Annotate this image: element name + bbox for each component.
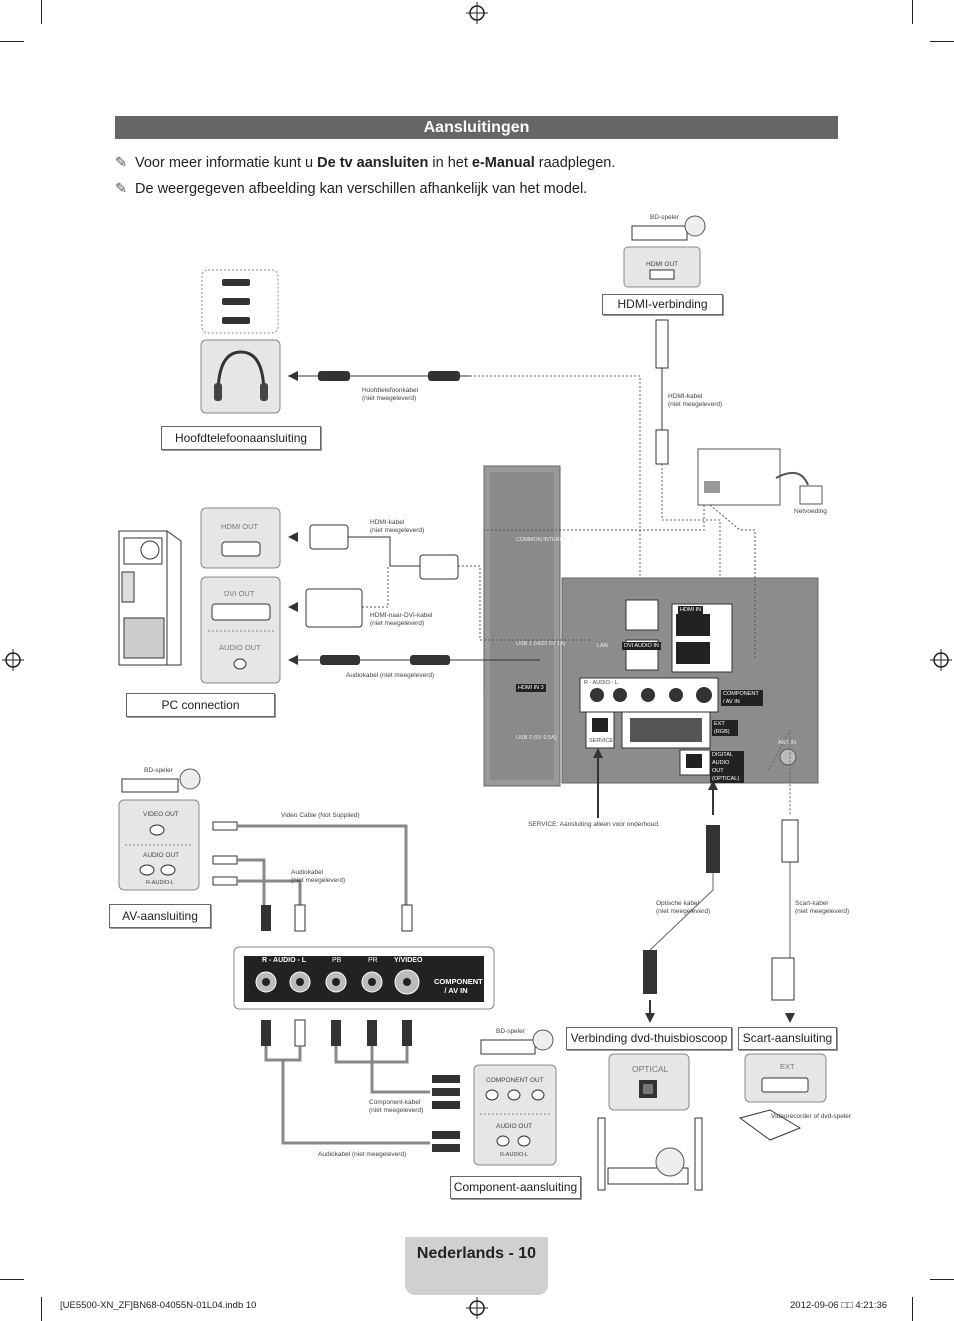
r-audio-l-tv-label: R - AUDIO - L — [584, 680, 618, 686]
bd-player-label: BD-speler — [650, 214, 679, 221]
optical-label: OPTICAL — [632, 1064, 669, 1074]
audio-cable-av-label: Audiokabel — [291, 869, 324, 876]
audio-out-comp-label: AUDIO OUT — [496, 1123, 533, 1130]
video-out-label: VIDEO OUT — [143, 811, 179, 818]
lan-label: LAN — [597, 643, 608, 649]
not-supplied-label: (niet meegeleverd) — [668, 401, 723, 408]
pencil-icon: ✎ — [115, 181, 128, 197]
hdmi3-label: HDMI IN 3 — [516, 684, 546, 692]
page-title: Aansluitingen — [115, 116, 838, 139]
hdmi-in-label: HDMI IN — [678, 606, 704, 614]
section-pc: PC connection — [126, 693, 275, 717]
power-label: Netvoeding — [794, 508, 827, 515]
not-supplied-label: (niet meegeleverd) — [656, 908, 711, 915]
registration-mark-icon — [466, 2, 488, 24]
ext-label: EXT — [780, 1062, 795, 1071]
optical-cable-label: Optische kabel — [656, 900, 699, 907]
not-supplied-label: (niet meegeleverd) — [370, 620, 425, 627]
section-dvd: Verbinding dvd-thuisbioscoop — [566, 1027, 732, 1050]
not-supplied-label: (niet meegeleverd) — [795, 908, 850, 915]
bd-player-av-label: BD-speler — [144, 767, 173, 774]
pr-label: PR — [368, 957, 378, 964]
hdmi-out-pc-label: HDMI OUT — [221, 522, 259, 531]
audio-out-av-label: AUDIO OUT — [143, 852, 180, 859]
vcr-label: Videorecorder of dvd-speler — [771, 1113, 852, 1120]
audio-cable-comp-label: Audiokabel (niet meegeleverd) — [318, 1151, 407, 1158]
section-scart: Scart-aansluiting — [738, 1027, 837, 1050]
not-supplied-label: (niet meegeleverd) — [291, 877, 346, 884]
crop-mark — [0, 41, 24, 42]
bd-player-comp-label: BD-speler — [496, 1028, 525, 1035]
crop-mark — [41, 0, 42, 24]
file-info: [UE5500-XN_ZF]BN68-04055N-01L04.indb 10 — [60, 1300, 257, 1311]
headphone-cable-label: Hoofdtelefoonkabel — [362, 387, 419, 394]
component-cable-label: Component-kabel — [369, 1099, 421, 1106]
usb2-label: USB 2 (5V 0.5A) — [516, 735, 557, 741]
hdmi-out-label: HDMI OUT — [646, 261, 679, 268]
note-1: ✎Voor meer informatie kunt u De tv aansl… — [115, 155, 616, 171]
registration-mark-icon — [2, 649, 24, 671]
crop-mark — [41, 1297, 42, 1321]
headphone-icon — [214, 350, 268, 401]
crop-mark — [0, 1279, 24, 1280]
service-label: SERVICE — [589, 738, 614, 744]
ant-in-label: ANT IN — [778, 740, 796, 746]
service-note: SERVICE: Aansluiting alleen voor onderho… — [528, 821, 660, 828]
dvi-audio-in-label: DVI AUDIO IN — [622, 642, 661, 650]
r-audio-l-comp-label: R-AUDIO-L — [500, 1152, 529, 1158]
pencil-icon: ✎ — [115, 155, 128, 171]
pb-label: PB — [332, 957, 342, 964]
crop-mark — [930, 41, 954, 42]
section-av: AV-aansluiting — [109, 904, 211, 928]
common-interface-label: COMMON INTERFACE — [516, 537, 575, 543]
ext-rgb-label: EXT (RGB) — [712, 720, 738, 736]
registration-mark-icon — [930, 649, 952, 671]
audio-cable-pc-label: Audiokabel (niet meegeleverd) — [346, 672, 435, 679]
section-hdmi: HDMI-verbinding — [602, 294, 723, 315]
hdmi-cable-label: HDMI-kabel — [668, 393, 703, 400]
scart-cable-label: Scart-kabel — [795, 900, 828, 907]
not-supplied-label: (niet meegeleverd) — [369, 1107, 424, 1114]
section-headphone: Hoofdtelefoonaansluiting — [161, 426, 321, 450]
component-av-in-tv-label: COMPONENT / AV IN — [721, 690, 763, 706]
crop-mark — [912, 0, 913, 24]
video-cable-label: Video Cable (Not Supplied) — [281, 812, 360, 819]
component-out-label: COMPONENT OUT — [486, 1077, 544, 1084]
crop-mark — [930, 1279, 954, 1280]
r-audio-l-av-label: R-AUDIO-L — [146, 880, 175, 886]
note-2: ✎De weergegeven afbeelding kan verschill… — [115, 181, 588, 197]
digital-audio-out-label: DIGITAL AUDIO OUT (OPTICAL) — [710, 751, 744, 783]
hdmi-cable-pc-label: HDMI-kabel — [370, 519, 405, 526]
page-number: Nederlands - 10 — [416, 1245, 537, 1262]
dvi-out-label: DVI OUT — [224, 589, 255, 598]
footer-tab — [405, 1237, 548, 1295]
not-supplied-label: (niet meegeleverd) — [370, 527, 425, 534]
usb1-label: USB 1 (HDD 5V 1A) — [516, 641, 566, 647]
not-supplied-label: (niet meegeleverd) — [362, 395, 417, 402]
print-timestamp: 2012-09-06 □□ 4:21:36 — [790, 1300, 888, 1311]
audio-out-pc-label: AUDIO OUT — [219, 643, 261, 652]
r-audio-l-panel-label: R - AUDIO - L — [262, 957, 307, 964]
crop-mark — [912, 1297, 913, 1321]
hdmi-dvi-cable-label: HDMI-naar-DVI-kabel — [370, 612, 433, 619]
component-av-in-label: COMPONENT / AV IN — [434, 977, 483, 995]
y-video-label: Y/VIDEO — [394, 957, 423, 964]
registration-mark-icon — [466, 1297, 488, 1319]
section-component: Component-aansluiting — [450, 1176, 581, 1199]
